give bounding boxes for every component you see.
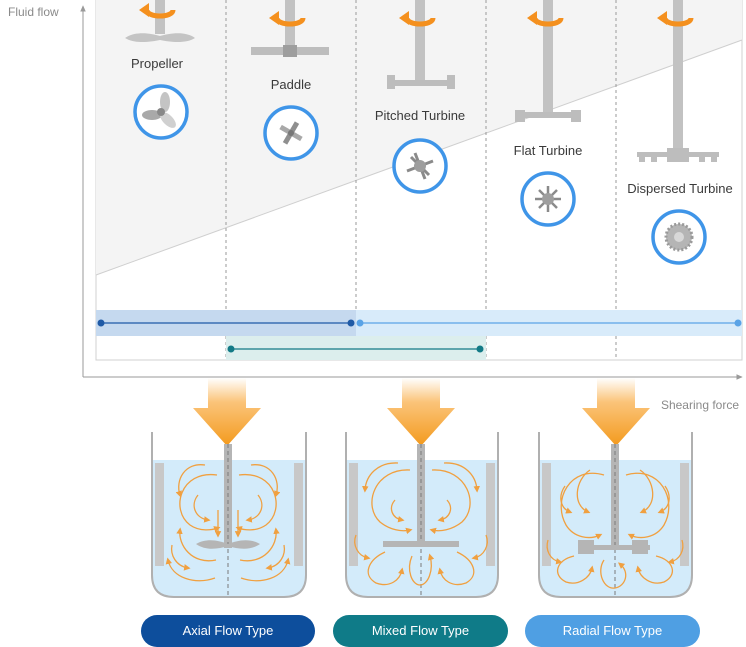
baffle [486, 463, 495, 566]
flow-type-label: Axial Flow Type [182, 623, 274, 638]
impeller-name: Flat Turbine [514, 143, 583, 158]
down-arrow-icon [193, 378, 261, 446]
rotation-arrow-icon [139, 3, 149, 17]
flow-type-mixed: Mixed Flow Type [333, 615, 508, 647]
pitched-blade-shape [387, 80, 455, 86]
flat-blade-shape [515, 112, 581, 118]
rotation-arrow-icon [269, 11, 279, 25]
tank-mixed [345, 432, 499, 598]
axes: Fluid flow Shearing force [8, 5, 743, 412]
tank-axial [151, 432, 307, 598]
down-arrow-icon [582, 378, 650, 446]
impeller-name: Dispersed Turbine [627, 181, 733, 196]
tank-radial [538, 432, 693, 598]
flow-lines [546, 469, 684, 589]
flow-lines [165, 464, 291, 582]
rotation-arrow-icon [657, 11, 667, 25]
dispersed-turbine-icon [651, 209, 707, 265]
flow-type-label: Mixed Flow Type [371, 623, 470, 638]
flow-lines [354, 462, 488, 586]
dispersed-blade-shape [580, 545, 650, 550]
pitched-blade-shape [383, 541, 459, 547]
impeller-paddle: Paddle [251, 0, 329, 161]
pitched-turbine-icon [392, 138, 448, 194]
impeller-flat-turbine: Flat Turbine [514, 0, 583, 227]
down-arrow-icon [387, 378, 455, 446]
impeller-dispersed-turbine: Dispersed Turbine [627, 0, 733, 265]
propeller-blade-shape [196, 540, 260, 549]
impeller-propeller: Propeller [125, 0, 195, 140]
baffle [294, 463, 303, 566]
baffle [680, 463, 689, 566]
flow-type-label: Radial Flow Type [562, 623, 663, 638]
flat-turbine-icon [520, 171, 576, 227]
impeller-name: Paddle [271, 77, 311, 92]
rotation-arrow-icon [527, 11, 537, 25]
propeller-icon [133, 84, 189, 140]
tank-wall [345, 432, 499, 598]
mixed-range-band [226, 336, 486, 360]
y-axis-label: Fluid flow [8, 5, 59, 19]
flow-type-radial: Radial Flow Type [525, 615, 700, 647]
rotation-arrow-icon [399, 11, 409, 25]
x-axis-label: Shearing force [661, 398, 739, 412]
impeller-pitched-turbine: Pitched Turbine [375, 0, 465, 194]
tank-wall [151, 432, 307, 598]
paddle-icon [263, 105, 319, 161]
flow-type-axial: Axial Flow Type [141, 615, 315, 647]
impeller-name: Pitched Turbine [375, 108, 465, 123]
down-arrows [193, 378, 650, 446]
impeller-name: Propeller [131, 56, 184, 71]
high-flow-region [96, 0, 742, 275]
tank-wall [538, 432, 693, 598]
baffle [155, 463, 164, 566]
column-dividers [225, 0, 617, 360]
propeller-blade-shape [125, 33, 195, 42]
baffle [349, 463, 358, 566]
baffle [542, 463, 551, 566]
